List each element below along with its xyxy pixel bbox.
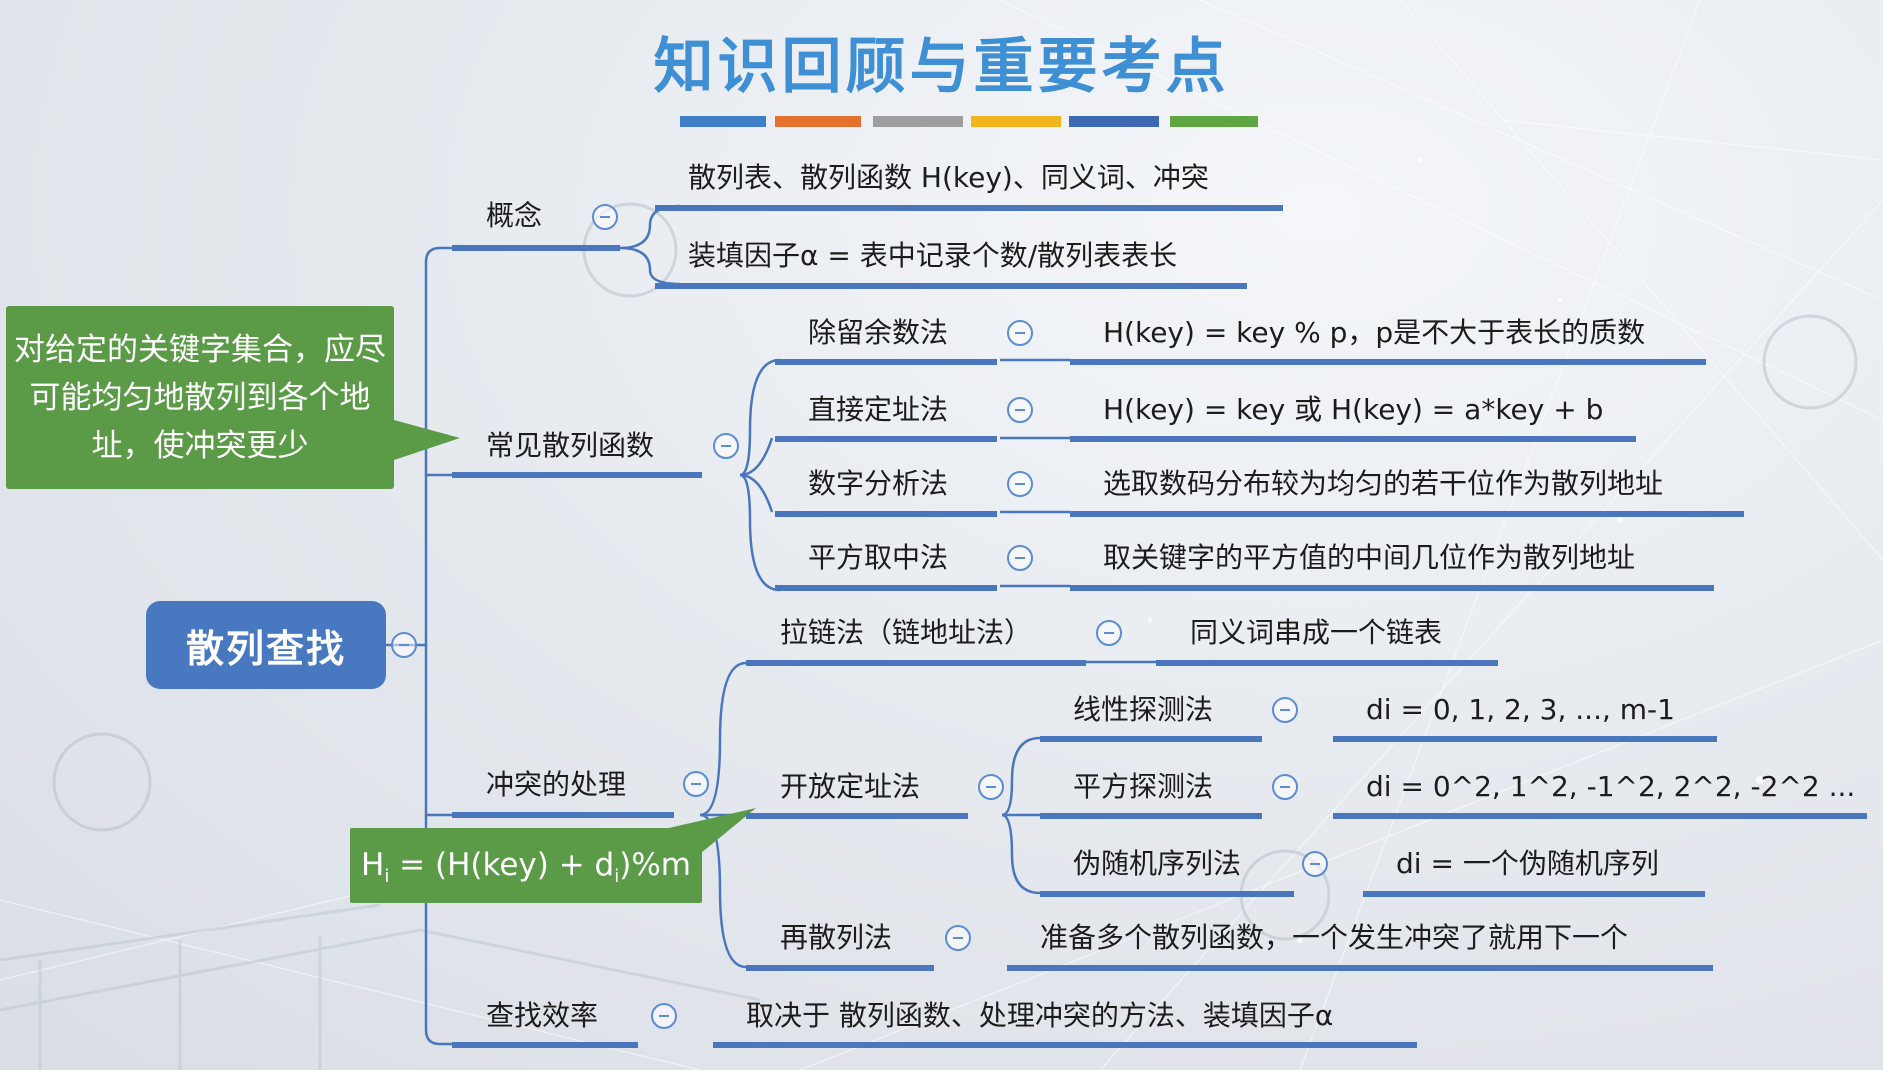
- function-digit-desc[interactable]: 选取数码分布较为均匀的若干位作为散列地址: [1103, 467, 1664, 500]
- root-collapse-icon[interactable]: [391, 632, 417, 658]
- function-direct-desc[interactable]: H(key) = key 或 H(key) = a*key + b: [1103, 393, 1604, 426]
- open-quadratic-desc[interactable]: di = 0^2, 1^2, -1^2, 2^2, -2^2 ...: [1366, 770, 1856, 803]
- conflict-rehash-desc[interactable]: 准备多个散列函数，一个发生冲突了就用下一个: [1040, 921, 1629, 954]
- open-quadratic-name[interactable]: 平方探测法: [1073, 770, 1214, 803]
- open-pseudorandom-underline: [1040, 891, 1294, 897]
- function-direct-underline: [775, 436, 997, 442]
- open-linear-desc-underline: [1333, 736, 1717, 742]
- callout-formula: Hi = (H(key) + di)%m: [350, 828, 702, 903]
- open-pseudorandom-collapse-icon[interactable]: [1302, 851, 1328, 877]
- function-midsquare-name[interactable]: 平方取中法: [808, 541, 949, 574]
- color-bar-5: [1069, 116, 1159, 127]
- conflict-chaining-desc-underline: [1156, 660, 1498, 666]
- root-node[interactable]: 散列查找: [146, 601, 386, 689]
- color-bar-6: [1170, 116, 1258, 127]
- formula-end: )%m: [619, 847, 691, 883]
- conflict-chaining-desc[interactable]: 同义词串成一个链表: [1190, 616, 1443, 649]
- function-direct-desc-underline: [1070, 436, 1636, 442]
- function-digit-name[interactable]: 数字分析法: [808, 467, 949, 500]
- conflict-rehash-desc-underline: [1007, 965, 1713, 971]
- callout-goal: 对给定的关键字集合，应尽可能均匀地散列到各个地址，使冲突更少: [6, 306, 394, 489]
- conflict-chaining-underline: [746, 660, 1086, 666]
- page-title: 知识回顾与重要考点: [653, 32, 1230, 102]
- conflict-rehash-name[interactable]: 再散列法: [780, 921, 893, 954]
- branch-concept-underline: [452, 245, 620, 251]
- function-direct-name[interactable]: 直接定址法: [808, 393, 949, 426]
- callout-goal-pointer: [394, 420, 460, 460]
- function-division-underline: [775, 359, 997, 365]
- conflict-rehash-underline: [746, 965, 934, 971]
- conflict-chaining-name[interactable]: 拉链法（链地址法）: [780, 616, 1033, 649]
- branch-efficiency-underline: [452, 1042, 638, 1048]
- branch-functions-label[interactable]: 常见散列函数: [486, 429, 655, 462]
- function-digit-desc-underline: [1070, 511, 1744, 517]
- branch-functions-underline: [452, 472, 702, 478]
- color-bar-2: [775, 116, 861, 127]
- open-pseudorandom-desc[interactable]: di = 一个伪随机序列: [1396, 847, 1659, 880]
- branch-conflict-underline: [452, 812, 674, 818]
- color-bar-1: [680, 116, 766, 127]
- branch-concept-label[interactable]: 概念: [486, 199, 543, 232]
- open-linear-collapse-icon[interactable]: [1272, 697, 1298, 723]
- branch-conflict-label[interactable]: 冲突的处理: [486, 768, 627, 801]
- function-division-desc-underline: [1070, 359, 1706, 365]
- open-linear-name[interactable]: 线性探测法: [1073, 693, 1214, 726]
- concept-item-terms-underline: [655, 205, 1283, 211]
- open-pseudorandom-desc-underline: [1363, 891, 1705, 897]
- open-pseudorandom-name[interactable]: 伪随机序列法: [1073, 847, 1242, 880]
- formula-h: H: [361, 847, 385, 883]
- functions-collapse-icon[interactable]: [713, 433, 739, 459]
- function-digit-collapse-icon[interactable]: [1007, 471, 1033, 497]
- color-bar-4: [971, 116, 1061, 127]
- function-midsquare-desc-underline: [1070, 585, 1714, 591]
- function-digit-underline: [775, 511, 997, 517]
- function-division-desc[interactable]: H(key) = key % p，p是不大于表长的质数: [1103, 316, 1646, 349]
- open-linear-underline: [1040, 736, 1262, 742]
- branch-efficiency-label[interactable]: 查找效率: [486, 999, 599, 1032]
- function-direct-collapse-icon[interactable]: [1007, 397, 1033, 423]
- efficiency-desc-underline: [713, 1042, 1417, 1048]
- function-midsquare-underline: [775, 585, 997, 591]
- efficiency-desc[interactable]: 取决于 散列函数、处理冲突的方法、装填因子α: [746, 999, 1334, 1032]
- formula-mid: = (H(key) + d: [389, 847, 615, 883]
- conflict-open-collapse-icon[interactable]: [978, 774, 1004, 800]
- concept-item-load-factor[interactable]: 装填因子α = 表中记录个数/散列表表长: [688, 239, 1178, 272]
- efficiency-collapse-icon[interactable]: [651, 1003, 677, 1029]
- concept-item-terms[interactable]: 散列表、散列函数 H(key)、同义词、冲突: [688, 161, 1209, 194]
- conflict-chaining-collapse-icon[interactable]: [1096, 620, 1122, 646]
- color-bar-3: [873, 116, 963, 127]
- formula-sub-i: i: [384, 866, 390, 888]
- conflict-rehash-collapse-icon[interactable]: [945, 925, 971, 951]
- function-midsquare-collapse-icon[interactable]: [1007, 545, 1033, 571]
- conflict-collapse-icon[interactable]: [683, 771, 709, 797]
- function-division-name[interactable]: 除留余数法: [808, 316, 949, 349]
- concept-item-load-factor-underline: [655, 283, 1247, 289]
- open-quadratic-desc-underline: [1333, 813, 1867, 819]
- conflict-open-underline: [746, 813, 968, 819]
- open-quadratic-collapse-icon[interactable]: [1272, 774, 1298, 800]
- function-division-collapse-icon[interactable]: [1007, 320, 1033, 346]
- conflict-open-name[interactable]: 开放定址法: [780, 770, 921, 803]
- open-quadratic-underline: [1040, 813, 1262, 819]
- function-midsquare-desc[interactable]: 取关键字的平方值的中间几位作为散列地址: [1103, 541, 1636, 574]
- open-linear-desc[interactable]: di = 0, 1, 2, 3, ..., m-1: [1366, 693, 1675, 726]
- concept-collapse-icon[interactable]: [592, 204, 618, 230]
- formula-sub-di: i: [614, 866, 620, 888]
